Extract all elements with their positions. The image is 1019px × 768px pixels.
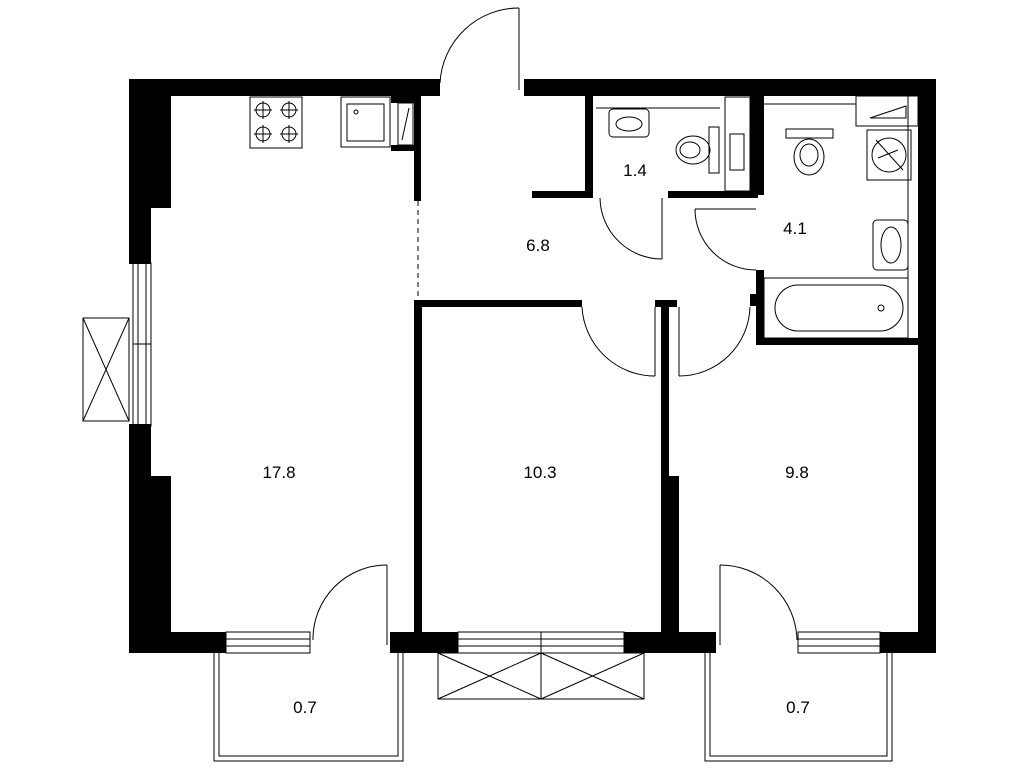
toilet-icon: [675, 96, 751, 192]
bath-sink-icon: [872, 96, 909, 338]
bathtub-icon: [763, 277, 909, 339]
stove-icon: [249, 96, 303, 149]
room-area-bedroom-right: 9.8: [785, 463, 809, 482]
windows: [132, 262, 881, 654]
room-area-balcony-left: 0.7: [293, 698, 317, 717]
room-area-living-kitchen: 17.8: [262, 463, 295, 482]
room-area-toilet: 1.4: [623, 161, 647, 180]
room-area-bedroom-middle: 10.3: [523, 463, 556, 482]
room-area-balcony-right: 0.7: [786, 698, 810, 717]
room-area-bathroom: 4.1: [783, 219, 807, 238]
washbasin-icon: [596, 107, 720, 138]
fridge-icon: [397, 102, 414, 146]
kitchen-sink-icon: [340, 96, 391, 148]
bath-toilet-icon: [764, 103, 856, 176]
balconies: [213, 653, 893, 762]
ac-units: [82, 317, 645, 700]
towel-dryer-icon: [855, 95, 919, 127]
room-area-hallway: 6.8: [526, 236, 550, 255]
washing-machine-icon: [866, 129, 912, 181]
walls: [129, 79, 936, 653]
doors: [312, 7, 798, 645]
